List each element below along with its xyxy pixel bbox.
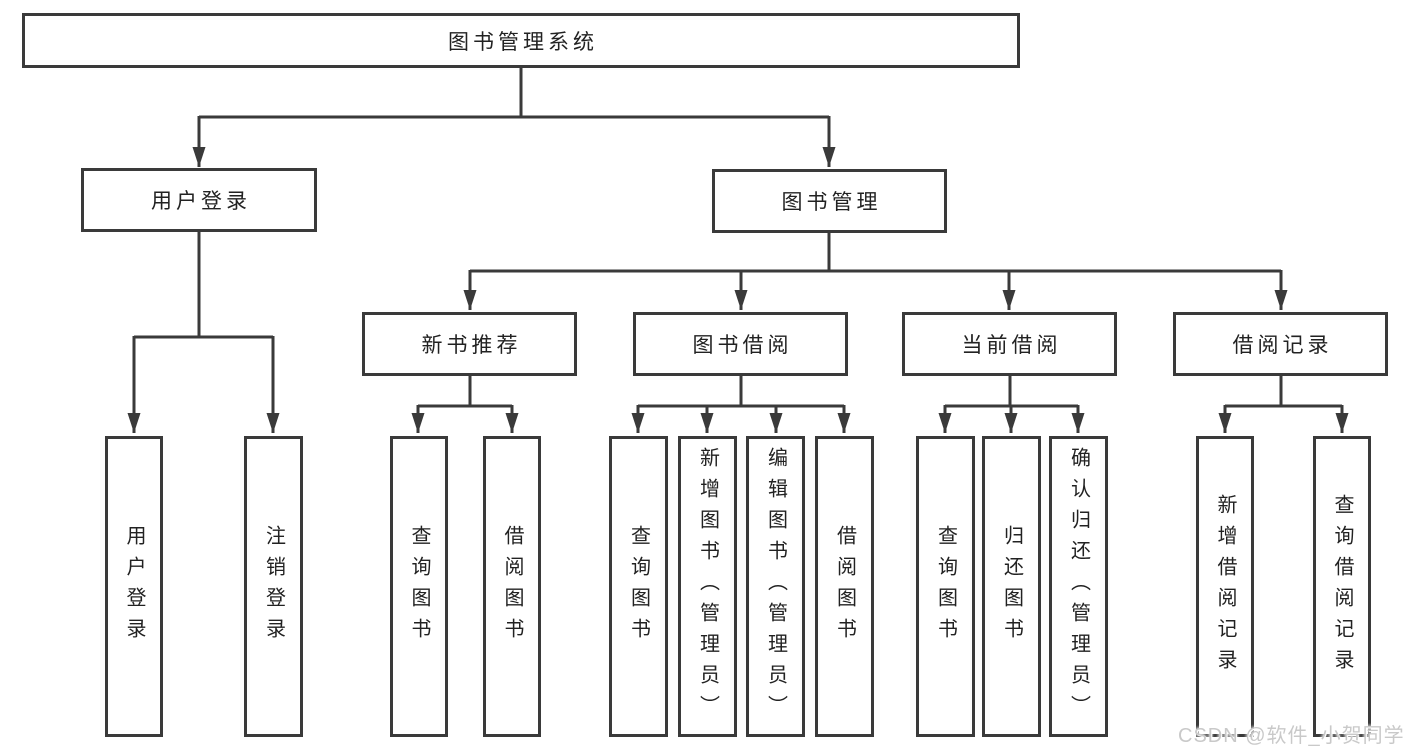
leaf-user-login-label: 用户登录 [123,524,145,649]
leaf-add-borrow-record-label: 新增借阅记录 [1214,493,1236,680]
leaf-confirm-return-admin: 确认归还（管理员） [1049,436,1108,737]
leaf-query-books-recommend-label: 查询图书 [408,524,430,649]
node-borrowing-records: 借阅记录 [1173,312,1388,376]
leaf-confirm-return-admin-label: 确认归还（管理员） [1067,447,1090,726]
node-library-management-system: 图书管理系统 [22,13,1020,68]
leaf-logout-login-label: 注销登录 [262,524,285,649]
leaf-logout-login: 注销登录 [244,436,303,737]
leaf-borrow-books-recommend-label: 借阅图书 [501,524,523,649]
leaf-add-books-admin: 新增图书（管理员） [678,436,737,737]
leaf-query-books-borrowing-label: 查询图书 [627,524,650,649]
leaf-return-books-label: 归还图书 [1000,524,1023,649]
leaf-query-books-current: 查询图书 [916,436,975,737]
leaf-return-books: 归还图书 [982,436,1041,737]
leaf-query-books-recommend: 查询图书 [390,436,448,737]
leaf-borrow-books-recommend: 借阅图书 [483,436,541,737]
leaf-user-login: 用户登录 [105,436,163,737]
leaf-add-books-admin-label: 新增图书（管理员） [696,447,719,726]
node-book-borrowing: 图书借阅 [633,312,848,376]
leaf-add-borrow-record: 新增借阅记录 [1196,436,1254,737]
leaf-borrow-books: 借阅图书 [815,436,874,737]
leaf-borrow-books-label: 借阅图书 [833,524,856,649]
leaf-query-borrow-record: 查询借阅记录 [1313,436,1371,737]
node-user-login: 用户登录 [81,168,317,232]
leaf-edit-books-admin-label: 编辑图书（管理员） [764,447,787,726]
node-book-management: 图书管理 [712,169,947,233]
csdn-watermark: CSDN @软件_小贺同学 [1178,725,1405,747]
node-current-borrowing: 当前借阅 [902,312,1117,376]
leaf-query-books-borrowing: 查询图书 [609,436,668,737]
leaf-edit-books-admin: 编辑图书（管理员） [746,436,805,737]
leaf-query-borrow-record-label: 查询借阅记录 [1331,493,1353,680]
leaf-query-books-current-label: 查询图书 [934,524,957,649]
node-new-book-recommendation: 新书推荐 [362,312,577,376]
